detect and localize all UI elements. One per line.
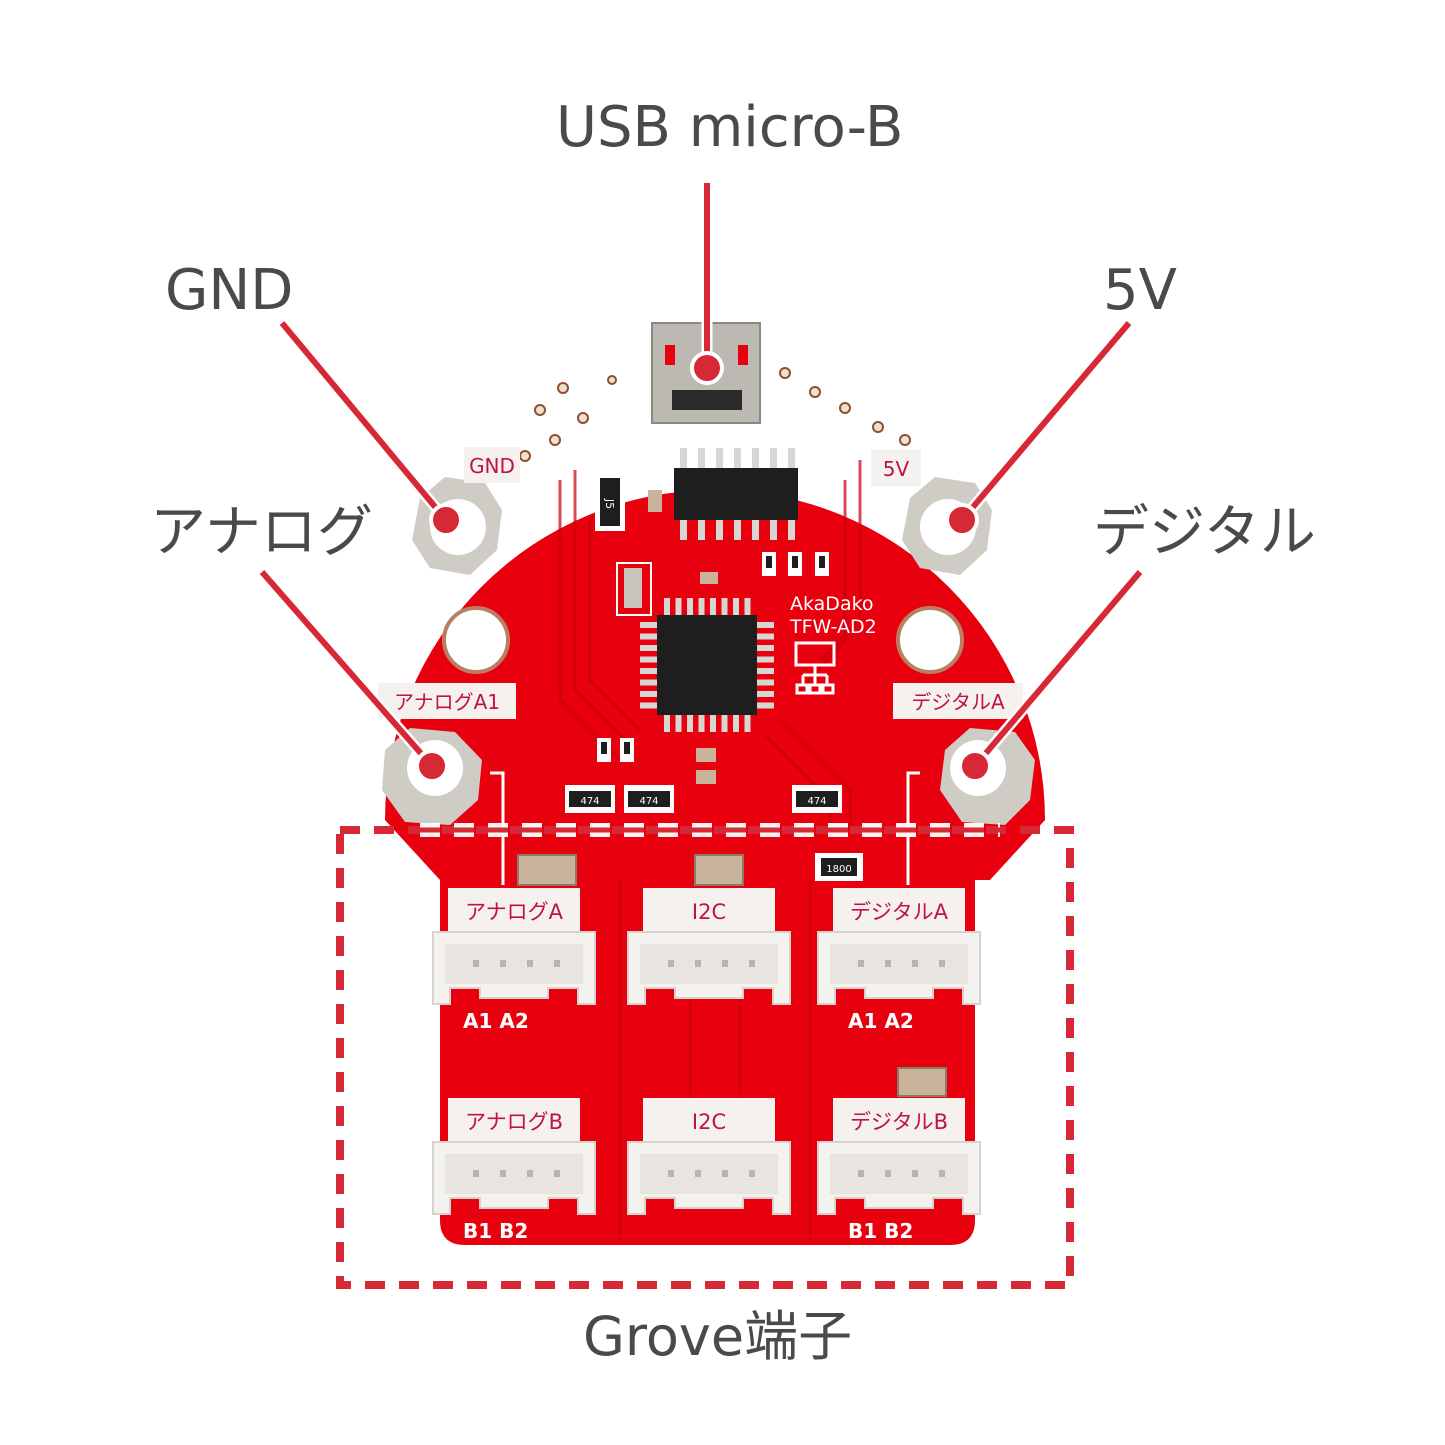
digital-callout-label: デジタル <box>1093 500 1316 565</box>
resistor-array-1: 474 <box>565 785 615 813</box>
grove-callout-label: Grove端子 <box>583 1305 853 1368</box>
svg-text:アナログA1: アナログA1 <box>394 690 500 714</box>
capacitor-1 <box>517 854 577 886</box>
crystal-code: J5 <box>603 498 616 509</box>
svg-text:5V: 5V <box>883 457 910 481</box>
grove-pin <box>939 960 945 967</box>
grove-port-label: アナログB <box>465 1110 563 1134</box>
digital-leader-dot <box>958 749 992 783</box>
grove-pin <box>885 1170 891 1177</box>
grove-port: アナログB B1 B2 <box>432 1098 596 1243</box>
grove-pin <box>858 1170 864 1177</box>
resistor-1800: 1800 <box>815 853 863 881</box>
grove-pin <box>473 1170 479 1177</box>
grove-pin-label: A1 A2 <box>848 1009 914 1033</box>
grove-pin <box>749 1170 755 1177</box>
silk-line-left <box>490 771 505 885</box>
grove-pin <box>473 960 479 967</box>
smd-components: J5 <box>595 473 829 784</box>
grove-pin-label: A1 A2 <box>463 1009 529 1033</box>
pcb-vias <box>519 367 911 462</box>
silk-line-right <box>906 771 920 885</box>
grove-pin <box>858 960 864 967</box>
qfp-microcontroller <box>640 598 774 732</box>
svg-text:1800: 1800 <box>826 864 851 875</box>
grove-port-label: デジタルB <box>850 1110 948 1134</box>
grove-port: デジタルB B1 B2 <box>817 1098 981 1243</box>
grove-pin-label: B1 B2 <box>463 1219 528 1243</box>
svg-text:GND: GND <box>469 454 515 478</box>
capacitor-2 <box>694 854 744 886</box>
analog-leader-dot <box>415 749 449 783</box>
silk-digital-a-label: デジタルA <box>893 683 1023 719</box>
gnd-callout-label: GND <box>165 258 294 323</box>
grove-pin <box>527 960 533 967</box>
grove-pin-label: B1 B2 <box>848 1219 913 1243</box>
resistor-array-3: 474 <box>792 785 842 813</box>
resistor-array-2: 474 <box>624 785 674 813</box>
grove-port: アナログA A1 A2 <box>432 888 596 1033</box>
grove-pin <box>939 1170 945 1177</box>
5v-leader-dot <box>945 503 979 537</box>
leader-lines <box>257 183 1145 783</box>
grove-pin <box>695 960 701 967</box>
board-name: AkaDako <box>790 593 874 615</box>
usb-callout-label: USB micro-B <box>556 95 904 160</box>
svg-text:474: 474 <box>639 796 658 807</box>
grove-port-label: I2C <box>692 900 726 924</box>
grove-port-label: アナログA <box>465 900 564 924</box>
grove-pin <box>912 960 918 967</box>
gnd-leader-dot <box>429 503 463 537</box>
grove-port: I2C <box>627 888 791 1005</box>
grove-port: I2C <box>627 1098 791 1215</box>
silk-5v-label: 5V <box>871 450 921 486</box>
grove-pin <box>527 1170 533 1177</box>
grove-pin <box>500 1170 506 1177</box>
5v-callout-label: 5V <box>1103 258 1177 323</box>
silk-analog-a1-label: アナログA1 <box>378 683 516 719</box>
grove-pin <box>912 1170 918 1177</box>
grove-pin <box>668 1170 674 1177</box>
grove-pin <box>885 960 891 967</box>
grove-pin <box>722 1170 728 1177</box>
grove-pin <box>749 960 755 967</box>
svg-text:474: 474 <box>807 796 826 807</box>
usb-leader-dot <box>690 351 724 385</box>
silk-gnd-label: GND <box>464 447 520 483</box>
grove-port-label: I2C <box>692 1110 726 1134</box>
grove-port-label: デジタルA <box>850 900 949 924</box>
grove-ports: アナログA A1 A2 I2C デジタルA A1 A2 アナログB B1 B2 I2C デジタル… <box>432 888 981 1243</box>
mounting-hole-right <box>896 606 964 674</box>
grove-pin <box>554 960 560 967</box>
grove-port: デジタルA A1 A2 <box>817 888 981 1033</box>
analog-callout-label: アナログ <box>150 500 373 565</box>
capacitor-3 <box>897 1067 947 1097</box>
board-model: TFW-AD2 <box>789 616 877 638</box>
grove-pin <box>695 1170 701 1177</box>
grove-pin <box>722 960 728 967</box>
grove-pin <box>500 960 506 967</box>
grove-pin <box>668 960 674 967</box>
network-logo-icon <box>794 641 836 695</box>
svg-text:474: 474 <box>580 796 599 807</box>
soic-chip <box>674 448 798 540</box>
svg-text:デジタルA: デジタルA <box>911 690 1005 714</box>
mounting-hole-left <box>442 606 510 674</box>
grove-dashed-box <box>336 826 1074 1289</box>
grove-pin <box>554 1170 560 1177</box>
